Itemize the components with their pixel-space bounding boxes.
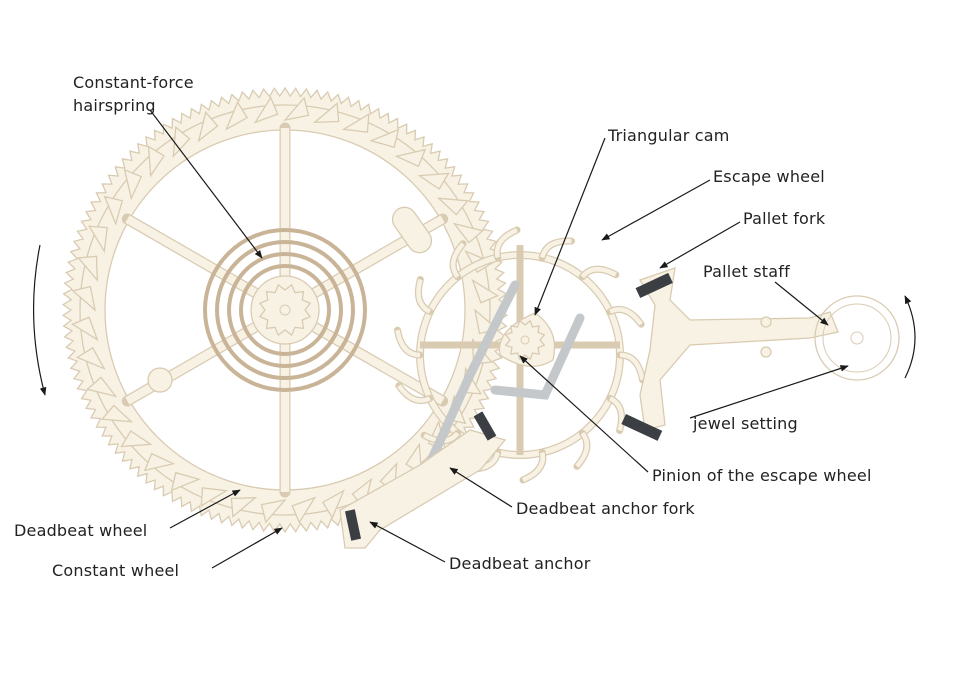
escape-tooth-fill xyxy=(395,329,421,358)
escape-tooth-fill xyxy=(609,307,643,326)
fork-pin xyxy=(760,316,772,328)
pallet-staff xyxy=(850,331,864,345)
escape-tooth-fill xyxy=(580,267,617,279)
pallet-stone-entry xyxy=(635,272,673,299)
escape-tooth-fill xyxy=(397,384,431,403)
center-pinion xyxy=(258,283,312,337)
label-escape-wheel: Escape wheel xyxy=(713,167,825,186)
escape-tooth-fill xyxy=(450,242,465,279)
label-constant-wheel: Constant wheel xyxy=(52,561,180,580)
label-deadbeat-wheel: Deadbeat wheel xyxy=(14,521,148,540)
rotation-arrow-wheel xyxy=(33,244,47,396)
spoke-eye xyxy=(147,367,173,393)
label-anchor-fork: Deadbeat anchor fork xyxy=(516,499,695,518)
label-triangular-cam: Triangular cam xyxy=(608,126,730,145)
hairspring-coil xyxy=(215,240,355,380)
leader-arrow xyxy=(211,527,283,569)
spoke-slot xyxy=(391,206,433,254)
leader-arrow xyxy=(601,179,711,241)
label-pallet-fork: Pallet fork xyxy=(743,209,826,228)
escape-tooth-fill xyxy=(540,238,572,259)
hairspring-coil xyxy=(239,264,331,356)
jewel-setting-inner xyxy=(822,303,892,373)
fork-pin xyxy=(760,346,772,358)
escape-tooth-fill xyxy=(619,352,645,381)
leader-arrow xyxy=(169,489,241,529)
jewel-setting-outer xyxy=(814,295,900,381)
label-jewel-setting: jewel setting xyxy=(693,414,798,433)
pinion-arbor xyxy=(520,335,530,345)
pallet-stone-exit xyxy=(621,414,663,441)
deadbeat-anchor xyxy=(339,429,507,549)
anchor-pallet xyxy=(473,411,497,441)
label-hairspring-line1: Constant-force xyxy=(73,73,194,92)
hairspring-coil xyxy=(203,228,367,392)
pallet-fork xyxy=(639,267,839,431)
leader-arrow xyxy=(534,137,606,316)
center-arbor xyxy=(279,304,291,316)
escape-pinion xyxy=(504,319,546,361)
leader-arrow xyxy=(774,281,829,326)
leader-arrow xyxy=(519,355,649,473)
escape-tooth-fill xyxy=(494,227,518,259)
anchor-pallet xyxy=(344,509,362,541)
leader-arrow xyxy=(689,365,849,419)
label-anchor: Deadbeat anchor xyxy=(449,554,591,573)
hairspring-coil xyxy=(227,252,343,368)
label-pinion: Pinion of the escape wheel xyxy=(652,466,872,485)
escape-tooth-fill xyxy=(416,278,432,314)
leader-arrow xyxy=(149,109,263,259)
escape-tooth-fill xyxy=(522,451,546,483)
deadbeat-anchor-fork xyxy=(415,280,585,490)
leader-arrow xyxy=(659,221,741,269)
label-pallet-staff: Pallet staff xyxy=(703,262,790,281)
leader-arrow xyxy=(369,521,446,563)
escape-tooth-fill xyxy=(575,431,590,468)
label-hairspring-line2: hairspring xyxy=(73,96,156,115)
rotation-arrow-balance xyxy=(904,295,916,379)
escape-tooth-fill xyxy=(608,396,624,432)
leader-arrow xyxy=(449,467,513,508)
